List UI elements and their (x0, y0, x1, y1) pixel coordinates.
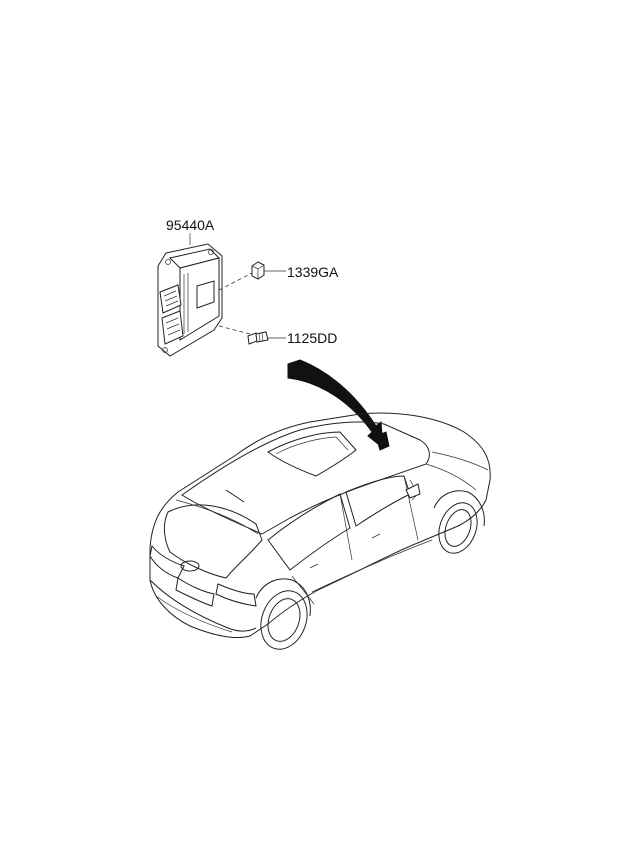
hatchback-car-icon (149, 412, 491, 650)
part-label-95440a: 95440A (166, 217, 215, 233)
nut-icon (251, 261, 265, 280)
assembly-line-nut (218, 272, 253, 291)
location-arrow (287, 359, 384, 450)
bolt-icon (247, 331, 269, 345)
part-label-1339ga: 1339GA (287, 264, 339, 280)
control-module-icon (157, 243, 223, 357)
ecu-location-marker (375, 431, 390, 451)
assembly-line-bolt (218, 325, 251, 335)
leader-lines (189, 233, 286, 339)
part-label-1125dd: 1125DD (287, 330, 337, 346)
